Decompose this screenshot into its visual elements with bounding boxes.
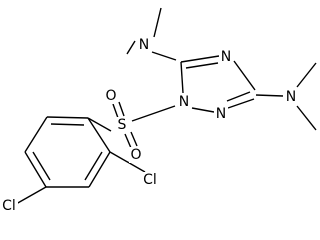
atom-oxygen-lower: O [129,147,143,163]
bond-ring-c1-c6-inner [50,123,85,126]
atom-label-chlorine-ortho: Cl [143,172,157,188]
bond-n1-s [131,105,176,122]
bond-ring-c3-c2 [88,151,111,188]
atom-label-chlorine-left: Cl [2,198,16,214]
bond-c3-nright [255,94,284,97]
atom-n1-ring: N [177,94,191,110]
atom-n-dimethyl-right: N [284,89,298,105]
bond-ring-c5-c4-inner [32,151,51,181]
bond-ring-c1-c2 [87,117,111,153]
atom-label-n1-ring: N [179,94,189,110]
bond-ring-c5-c4 [24,151,47,188]
atom-label-n4-ring: N [221,49,231,65]
chemical-structure-diagram: N N N N N S O O [0,7,317,214]
bond-c5-n4-double [185,62,219,69]
bond-c5-n1 [180,61,184,94]
atom-label-n2-ring: N [216,106,226,122]
bonds [15,7,317,205]
bond-nright-methyl-down [296,105,317,131]
bond-ring-c3-c2-inner [84,151,103,181]
atom-sulfur: S [115,117,129,133]
atom-n4-ring: N [219,49,233,65]
atom-label-sulfur: S [118,117,127,133]
bond-c4-cl [15,186,47,205]
bond-ntop-methyl-left [126,40,136,55]
atom-oxygen-upper: O [104,88,118,104]
bond-ntop-methyl-right [153,7,162,38]
bond-s-c1 [87,117,112,132]
bond-ntop-c5 [151,51,177,61]
atom-label-oxygen-lower: O [130,147,141,163]
bond-s-o-lower-b [130,131,138,147]
atom-n-dimethyl-top: N [137,37,151,53]
atom-chlorine-ortho: Cl [141,172,159,188]
bond-c3-n2 [227,98,255,109]
bond-n2-n1 [191,107,215,113]
atom-n2-ring: N [214,106,228,122]
bond-s-o-upper-b [118,101,125,117]
bond-s-o-lower-a [124,133,132,149]
bond-nright-methyl-up [296,62,317,88]
bond-c3-n2-double [226,91,251,102]
atom-label-oxygen-upper: O [105,88,116,104]
atom-label-n-dimethyl-top: N [139,37,149,53]
bond-ring-c6-c5 [24,116,48,153]
atom-labels: N N N N N S O O [0,37,298,214]
bond-n4-c3 [233,60,256,91]
bond-ring-c1-c6 [46,116,89,119]
bond-c5-n4 [180,55,220,63]
bond-s-o-upper-a [112,103,119,119]
atom-chlorine-left: Cl [0,198,18,214]
atom-label-n-dimethyl-right: N [286,89,296,105]
bond-c2-cl [109,151,146,173]
